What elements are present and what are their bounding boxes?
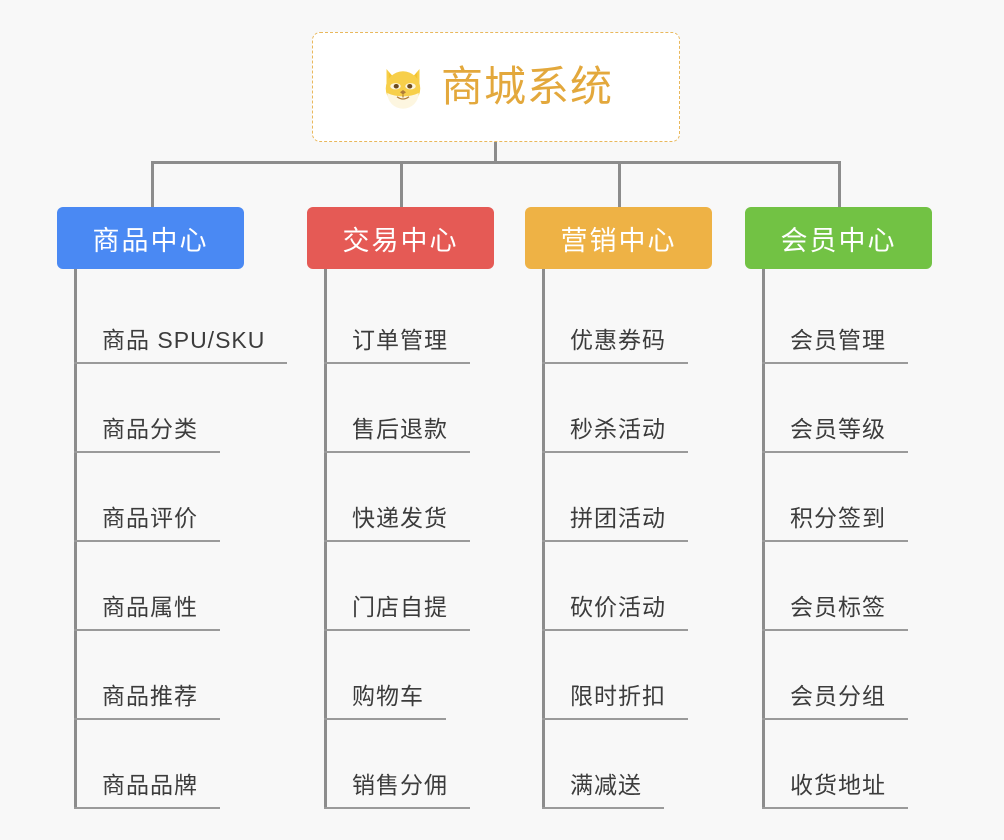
leaf-node-label: 订单管理 — [324, 326, 470, 364]
leaf-node-label: 商品分类 — [74, 415, 220, 453]
category-header-label: 商品中心 — [92, 225, 209, 256]
leaf-node-label: 优惠券码 — [542, 326, 688, 364]
connector-drop-1 — [151, 161, 154, 209]
leaf-node-label: 拼团活动 — [542, 504, 688, 542]
leaf-list: 订单管理售后退款快递发货门店自提购物车销售分佣 — [307, 269, 494, 809]
branch-trunk-line — [324, 269, 327, 809]
connector-drop-4 — [838, 161, 841, 209]
leaf-node-label: 售后退款 — [324, 415, 470, 453]
leaf-node-label: 会员等级 — [762, 415, 908, 453]
category-column: 营销中心优惠券码秒杀活动拼团活动砍价活动限时折扣满减送 — [525, 207, 712, 809]
leaf-node[interactable]: 商品评价 — [74, 453, 244, 542]
category-column: 商品中心商品 SPU/SKU 商品分类商品评价商品属性商品推荐商品品牌 — [57, 207, 288, 809]
leaf-node-label: 商品品牌 — [74, 771, 220, 809]
leaf-node[interactable]: 会员分组 — [762, 631, 932, 720]
category-header-label: 营销中心 — [560, 225, 677, 256]
connector-drop-2 — [400, 161, 403, 209]
leaf-node-label: 销售分佣 — [324, 771, 470, 809]
leaf-list: 商品 SPU/SKU 商品分类商品评价商品属性商品推荐商品品牌 — [57, 269, 288, 809]
leaf-node[interactable]: 会员管理 — [762, 275, 932, 364]
leaf-node[interactable]: 购物车 — [324, 631, 494, 720]
leaf-node[interactable]: 积分签到 — [762, 453, 932, 542]
leaf-node-label: 砍价活动 — [542, 593, 688, 631]
leaf-node[interactable]: 销售分佣 — [324, 720, 494, 809]
leaf-node-label: 秒杀活动 — [542, 415, 688, 453]
root-title: 商城系统 — [440, 63, 613, 110]
leaf-list: 会员管理会员等级积分签到会员标签会员分组收货地址 — [745, 269, 932, 809]
leaf-node[interactable]: 限时折扣 — [542, 631, 712, 720]
leaf-node[interactable]: 商品 SPU/SKU — [74, 275, 288, 364]
category-header[interactable]: 商品中心 — [57, 207, 244, 269]
category-header-label: 会员中心 — [780, 225, 897, 256]
leaf-node[interactable]: 商品属性 — [74, 542, 244, 631]
category-header[interactable]: 交易中心 — [307, 207, 494, 269]
leaf-node-label: 积分签到 — [762, 504, 908, 542]
branch-trunk-line — [762, 269, 765, 809]
category-header[interactable]: 营销中心 — [525, 207, 712, 269]
branch-trunk-line — [74, 269, 77, 809]
connector-drop-3 — [618, 161, 621, 209]
leaf-node[interactable]: 商品推荐 — [74, 631, 244, 720]
leaf-node[interactable]: 收货地址 — [762, 720, 932, 809]
leaf-node-label: 满减送 — [542, 771, 664, 809]
leaf-node[interactable]: 砍价活动 — [542, 542, 712, 631]
leaf-node[interactable]: 门店自提 — [324, 542, 494, 631]
leaf-node-label: 会员分组 — [762, 682, 908, 720]
leaf-node-label: 会员管理 — [762, 326, 908, 364]
category-header[interactable]: 会员中心 — [745, 207, 932, 269]
leaf-node-label: 商品属性 — [74, 593, 220, 631]
connector-bus — [152, 161, 840, 164]
leaf-node-label: 限时折扣 — [542, 682, 688, 720]
leaf-node[interactable]: 秒杀活动 — [542, 364, 712, 453]
leaf-node[interactable]: 满减送 — [542, 720, 712, 809]
leaf-node[interactable]: 会员等级 — [762, 364, 932, 453]
leaf-node[interactable]: 商品分类 — [74, 364, 244, 453]
leaf-node[interactable]: 快递发货 — [324, 453, 494, 542]
leaf-node-label: 会员标签 — [762, 593, 908, 631]
leaf-node-label: 商品推荐 — [74, 682, 220, 720]
leaf-node-label: 收货地址 — [762, 771, 908, 809]
root-node[interactable]: 商城系统 — [312, 32, 680, 142]
leaf-node-label: 快递发货 — [324, 504, 470, 542]
branch-trunk-line — [542, 269, 545, 809]
leaf-node-label: 商品评价 — [74, 504, 220, 542]
leaf-node-label: 门店自提 — [324, 593, 470, 631]
connector-root-stem — [494, 142, 497, 164]
category-header-label: 交易中心 — [342, 225, 459, 256]
leaf-node[interactable]: 售后退款 — [324, 364, 494, 453]
category-column: 交易中心订单管理售后退款快递发货门店自提购物车销售分佣 — [307, 207, 494, 809]
dog-face-icon — [385, 69, 421, 109]
leaf-node[interactable]: 优惠券码 — [542, 275, 712, 364]
category-column: 会员中心会员管理会员等级积分签到会员标签会员分组收货地址 — [745, 207, 932, 809]
leaf-node[interactable]: 订单管理 — [324, 275, 494, 364]
leaf-node[interactable]: 拼团活动 — [542, 453, 712, 542]
leaf-node-label: 商品 SPU/SKU — [74, 326, 288, 364]
leaf-node[interactable]: 会员标签 — [762, 542, 932, 631]
leaf-node[interactable]: 商品品牌 — [74, 720, 244, 809]
leaf-node-label: 购物车 — [324, 682, 446, 720]
leaf-list: 优惠券码秒杀活动拼团活动砍价活动限时折扣满减送 — [525, 269, 712, 809]
